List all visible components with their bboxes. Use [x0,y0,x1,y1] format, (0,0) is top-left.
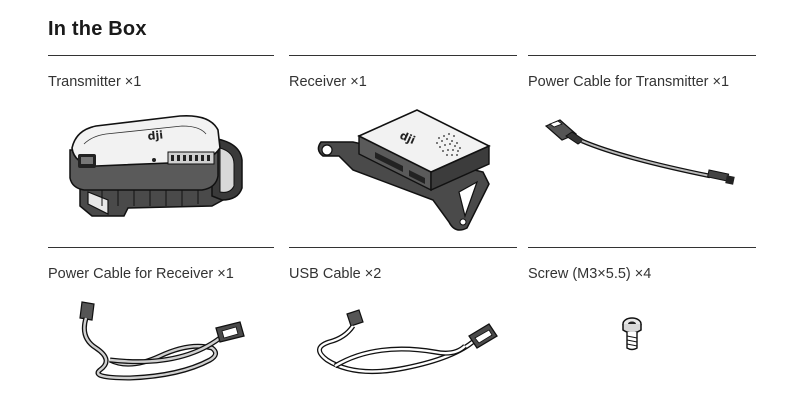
section-title: In the Box [48,18,147,40]
item-label-receiver-power-cable: Power Cable for Receiver ×1 [48,266,234,282]
divider-row2-col3 [528,247,756,248]
transmitter-icon: dji [62,108,252,223]
receiver-icon: dji [313,100,513,240]
item-label-screw: Screw (M3×5.5) ×4 [528,266,652,282]
transmitter-power-cable-icon [542,112,742,197]
item-label-transmitter-power-cable: Power Cable for Transmitter ×1 [528,74,730,90]
item-label-receiver: Receiver ×1 [289,74,367,90]
receiver-power-cable-icon [70,298,255,383]
item-label-transmitter: Transmitter ×1 [48,74,142,90]
divider-row2-col2 [289,247,517,248]
usb-cable-icon [305,302,505,382]
divider-row2-col1 [48,247,274,248]
item-label-usb-cable: USB Cable ×2 [289,266,382,282]
svg-text:dji: dji [147,128,164,143]
svg-text:dji: dji [398,129,417,147]
divider-row1-col2 [289,55,517,56]
divider-row1-col1 [48,55,274,56]
divider-row1-col3 [528,55,756,56]
screw-icon [614,314,650,360]
